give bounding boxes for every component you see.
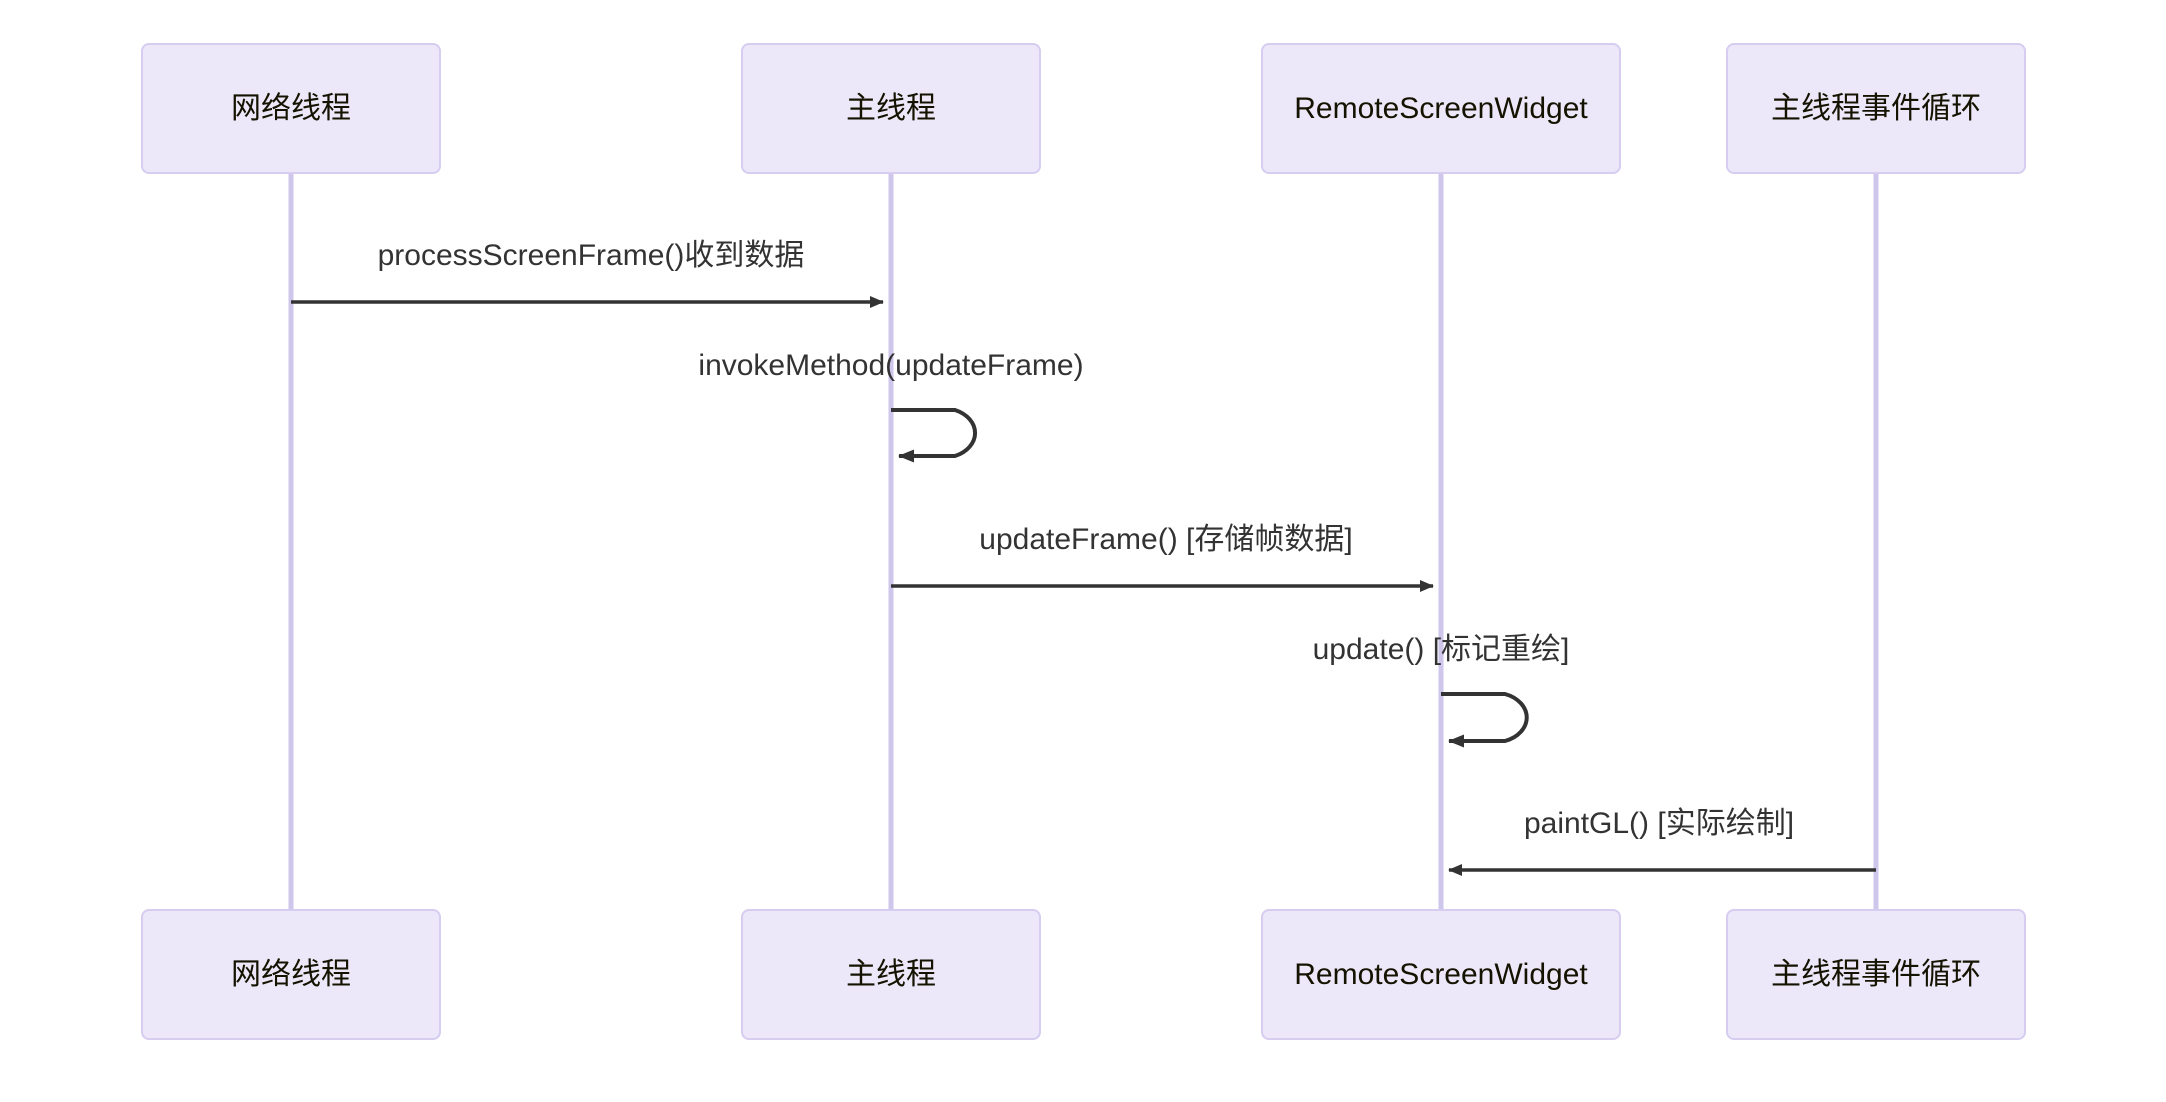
- actor-label-bottom-main-thread: 主线程: [846, 957, 936, 991]
- actor-box-bottom-main-thread-event-loop[interactable]: 主线程事件循环: [1726, 909, 2026, 1040]
- message-label-paint-gl: paintGL() [实际绘制]: [1523, 807, 1795, 840]
- actor-box-top-main-thread-event-loop[interactable]: 主线程事件循环: [1726, 43, 2026, 174]
- actor-box-top-main-thread[interactable]: 主线程: [741, 43, 1041, 174]
- message-label-update: update() [标记重绘]: [1312, 633, 1570, 666]
- message-label-invoke-method: invokeMethod(updateFrame): [698, 349, 1084, 382]
- actor-box-bottom-remote-screen-widget[interactable]: RemoteScreenWidget: [1261, 909, 1621, 1040]
- actor-label-main-thread: 主线程: [846, 91, 936, 125]
- message-label-process-screen-frame: processScreenFrame()收到数据: [377, 239, 805, 272]
- actor-label-bottom-remote-screen-widget: RemoteScreenWidget: [1294, 957, 1588, 991]
- message-label-update-frame: updateFrame() [存储帧数据]: [979, 523, 1353, 556]
- actor-label-main-thread-event-loop: 主线程事件循环: [1771, 91, 1981, 125]
- actor-box-bottom-network-thread[interactable]: 网络线程: [141, 909, 441, 1040]
- message-self-loop-update: [1441, 692, 1529, 748]
- actor-box-top-remote-screen-widget[interactable]: RemoteScreenWidget: [1261, 43, 1621, 174]
- actor-label-bottom-network-thread: 网络线程: [231, 957, 351, 991]
- actor-label-remote-screen-widget: RemoteScreenWidget: [1294, 91, 1588, 125]
- actor-label-bottom-main-thread-event-loop: 主线程事件循环: [1771, 957, 1981, 991]
- actor-box-bottom-main-thread[interactable]: 主线程: [741, 909, 1041, 1040]
- lifelines: [288, 174, 1879, 909]
- actor-box-top-network-thread[interactable]: 网络线程: [141, 43, 441, 174]
- message-self-loop-invoke-method: [891, 408, 977, 463]
- actor-label-network-thread: 网络线程: [231, 91, 351, 125]
